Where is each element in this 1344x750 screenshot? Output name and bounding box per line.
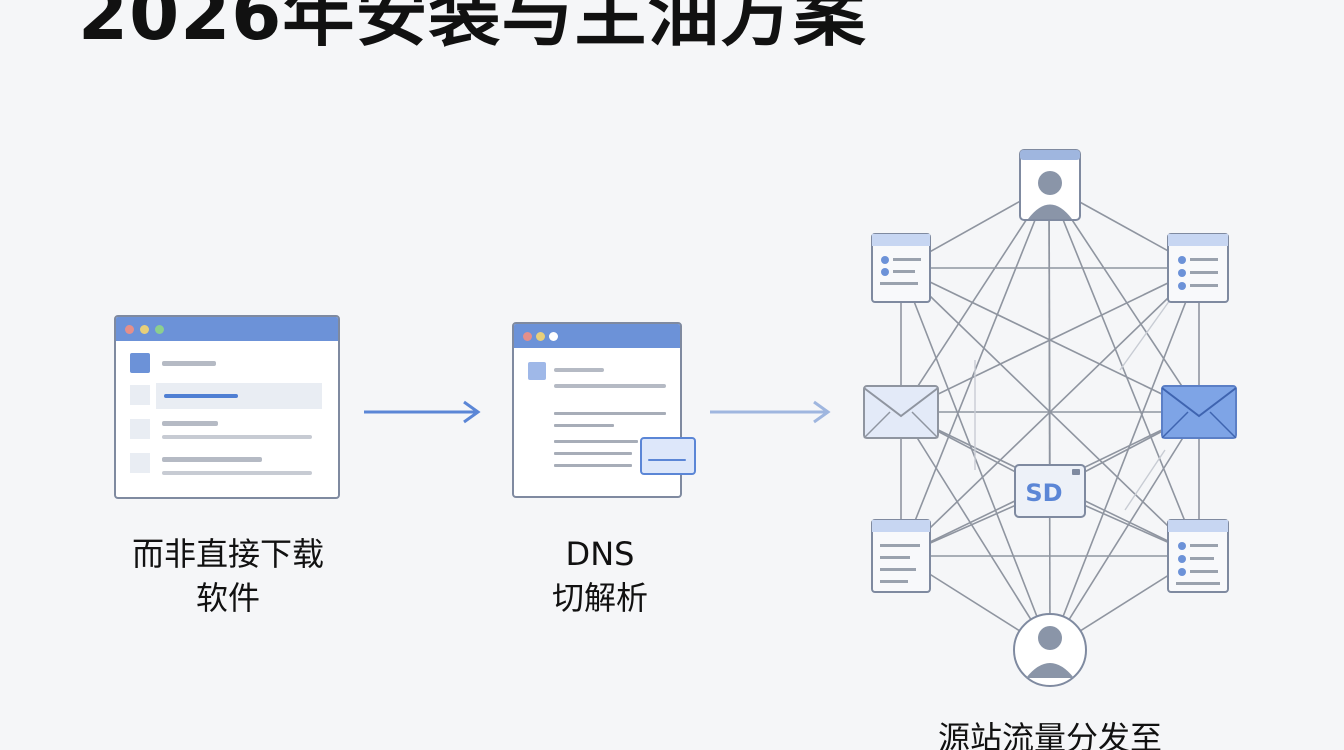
sd-hub-node: SD bbox=[1014, 464, 1086, 518]
step3-caption: 源站流量分发至 bbox=[880, 716, 1220, 750]
doc-node-bottom-right bbox=[1167, 519, 1229, 593]
step1-caption: 而非直接下载 软件 bbox=[88, 532, 368, 620]
doc-text-line bbox=[554, 424, 614, 427]
step1-caption-line1: 而非直接下载 bbox=[131, 535, 324, 573]
minimize-dot-icon bbox=[536, 332, 545, 341]
step3-caption-line1: 源站流量分发至 bbox=[937, 719, 1162, 750]
list-square-icon bbox=[130, 453, 150, 473]
step2-caption-line1: DNS bbox=[565, 535, 635, 573]
sd-hub-label: SD bbox=[1025, 479, 1062, 507]
envelope-icon-left bbox=[863, 385, 939, 439]
doc-text-line bbox=[554, 440, 638, 443]
list-square-icon bbox=[130, 419, 150, 439]
list-square-icon bbox=[130, 385, 150, 405]
list-line bbox=[162, 435, 312, 439]
close-dot-icon bbox=[125, 325, 134, 334]
network-edges-light bbox=[974, 299, 1171, 511]
list-line bbox=[162, 421, 218, 426]
doc-node-top-left bbox=[871, 233, 931, 303]
step2-caption: DNS 切解析 bbox=[480, 532, 720, 620]
maximize-dot-icon bbox=[549, 332, 558, 341]
user-avatar-icon bbox=[1038, 626, 1062, 650]
user-node-bottom bbox=[1013, 613, 1087, 687]
doc-square-icon bbox=[528, 362, 546, 380]
doc-text-line bbox=[554, 464, 632, 467]
close-dot-icon bbox=[523, 332, 532, 341]
list-square-icon bbox=[130, 353, 150, 373]
doc-node-bottom-left bbox=[871, 519, 931, 593]
doc-text-line bbox=[554, 412, 666, 415]
list-line bbox=[162, 471, 312, 475]
maximize-dot-icon bbox=[155, 325, 164, 334]
list-line bbox=[162, 361, 216, 366]
browser-window-list bbox=[114, 315, 340, 499]
arrow-step2-to-step3 bbox=[710, 400, 831, 424]
user-node-top bbox=[1019, 149, 1081, 221]
doc-node-top-right bbox=[1167, 233, 1229, 303]
list-line-selected bbox=[164, 394, 238, 398]
minimize-dot-icon bbox=[140, 325, 149, 334]
list-line bbox=[162, 457, 262, 462]
card-line bbox=[648, 459, 686, 461]
browser-window-dns bbox=[512, 322, 682, 498]
window-titlebar bbox=[514, 324, 680, 348]
user-avatar-icon bbox=[1038, 171, 1062, 195]
page-title: 2026年安装与主油方案 bbox=[78, 0, 867, 56]
step1-caption-line2: 软件 bbox=[195, 579, 260, 617]
network-edges bbox=[900, 184, 1200, 651]
doc-heading-line bbox=[554, 384, 666, 388]
doc-text-line bbox=[554, 452, 632, 455]
dns-record-card bbox=[640, 437, 696, 475]
doc-heading-line bbox=[554, 368, 604, 372]
window-titlebar bbox=[116, 317, 338, 341]
step2-caption-line2: 切解析 bbox=[551, 579, 648, 617]
arrow-step1-to-step2 bbox=[364, 400, 481, 424]
envelope-icon-right bbox=[1161, 385, 1237, 439]
